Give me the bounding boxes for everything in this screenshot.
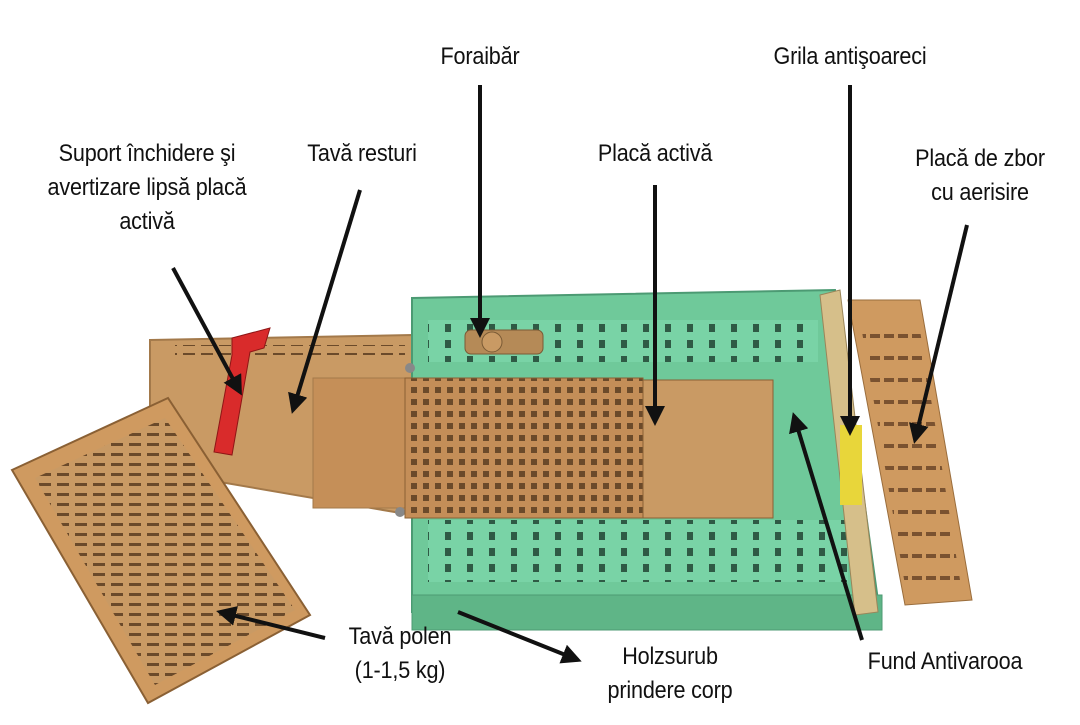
label-tava-resturi: Tavă resturi bbox=[307, 140, 417, 167]
arrow-placa-zbor bbox=[909, 224, 969, 444]
arrow-fund bbox=[789, 412, 864, 641]
active-plate bbox=[404, 377, 774, 519]
green-bottom-frame bbox=[395, 288, 883, 631]
mouse-guard bbox=[819, 289, 879, 616]
label-foraibar: Foraibăr bbox=[440, 43, 520, 70]
arrow-tava-polen bbox=[216, 606, 326, 640]
entrance-reducer bbox=[464, 329, 544, 355]
arrow-holzsurub bbox=[457, 610, 582, 664]
label-placa-activa: Placă activă bbox=[597, 140, 713, 167]
label-holzsurub: Holzsurub prindere corp bbox=[607, 643, 733, 704]
label-tava-polen: Tavă polen (1-1,5 kg) bbox=[348, 623, 452, 684]
label-fund: Fund Antivarooa bbox=[867, 648, 1023, 675]
landing-board bbox=[847, 299, 973, 606]
arrow-suport bbox=[171, 267, 242, 396]
label-grila: Grila antişoareci bbox=[773, 43, 927, 70]
label-placa-zbor: Placă de zbor cu aerisire bbox=[915, 145, 1045, 206]
arrow-tava-resturi bbox=[288, 189, 362, 414]
screw-icon bbox=[395, 507, 405, 517]
label-suport: Suport închidere şi avertizare lipsă pla… bbox=[47, 140, 247, 235]
pointer-arrows bbox=[171, 85, 969, 664]
